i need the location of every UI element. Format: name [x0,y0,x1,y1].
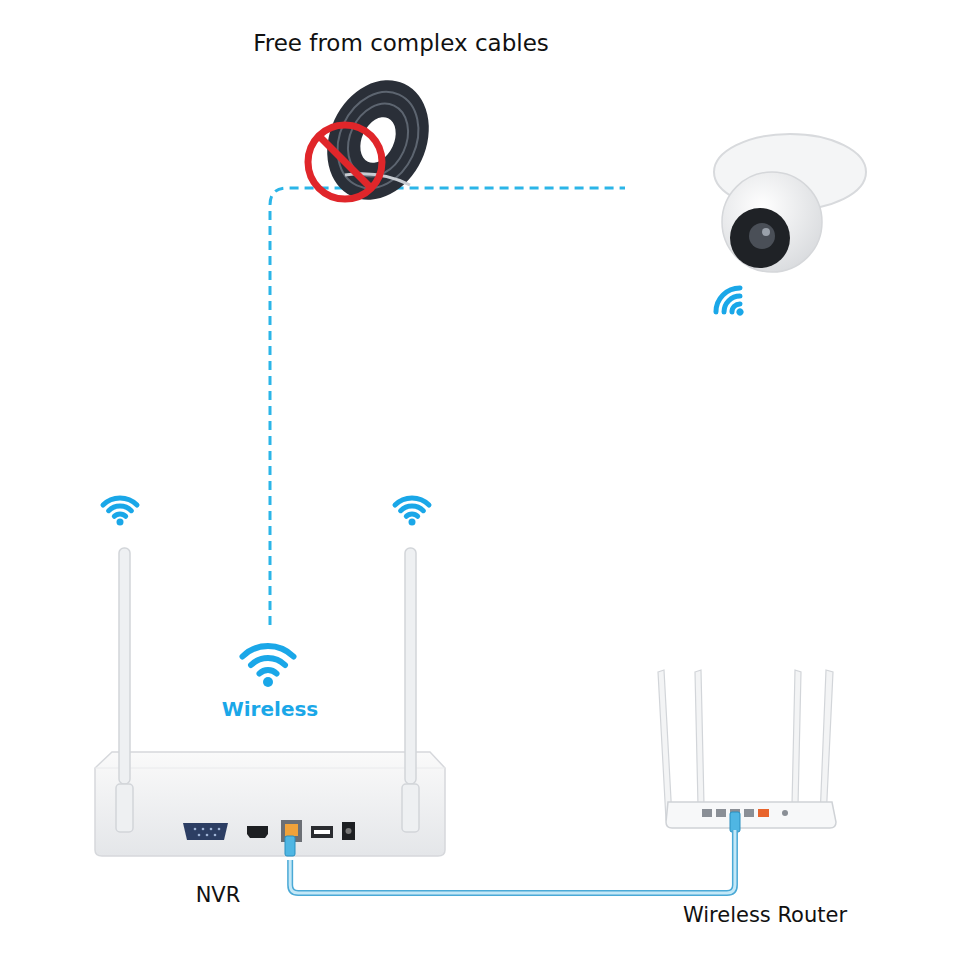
router-device [658,670,836,828]
nvr-antenna [116,548,419,832]
dome-camera [714,134,866,272]
wifi-icon [103,498,429,526]
device-label: Wireless Router [683,903,847,927]
wireless-router: Wireless Router [650,665,840,830]
ethernet-plug [285,812,740,856]
diagram-title: Free from complex cables [253,30,549,56]
device-label: NVR [196,883,241,907]
wireless-label: Wireless [222,697,319,721]
nvr-device: NVR [90,750,450,860]
nvr-device [95,752,445,856]
camera-signal [711,283,755,327]
wireless-link [270,188,625,625]
cable-coil [308,64,447,217]
prohibition-sign [308,125,382,199]
wifi-icon [243,646,294,687]
ethernet-cable [290,830,735,893]
